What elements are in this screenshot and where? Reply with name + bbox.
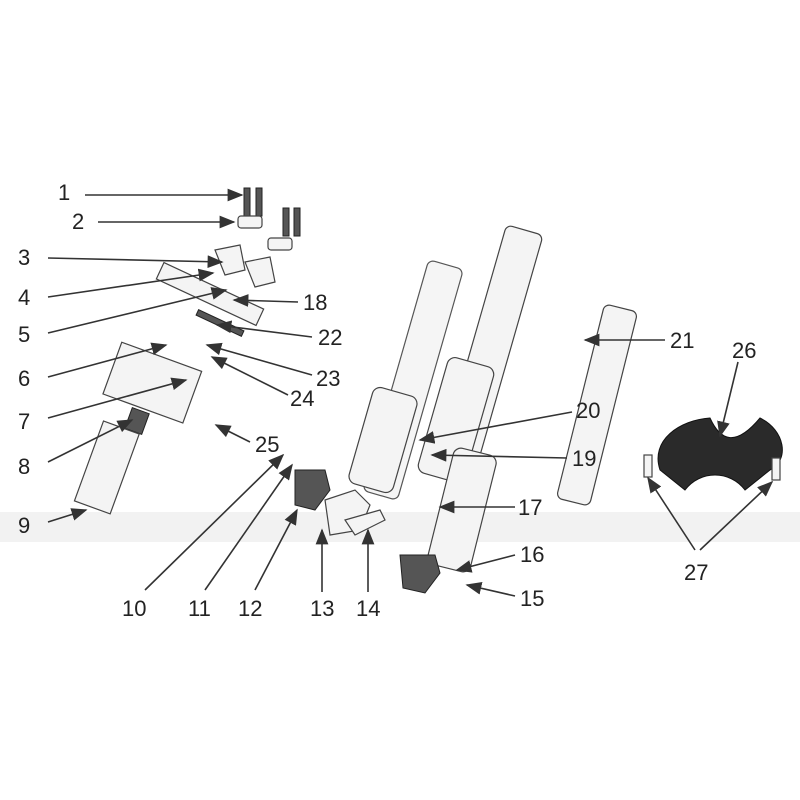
callout-9: 9 (18, 513, 30, 538)
callout-4: 4 (18, 285, 30, 310)
background-band (0, 512, 800, 542)
callout-13: 13 (310, 596, 334, 621)
right-fork-leg (399, 304, 638, 594)
callout-20: 20 (576, 398, 600, 423)
callout-5: 5 (18, 322, 30, 347)
callout-19: 19 (572, 446, 596, 471)
callout-17: 17 (518, 495, 542, 520)
callout-16: 16 (520, 542, 544, 567)
callout-21: 21 (670, 328, 694, 353)
callout-12: 12 (238, 596, 262, 621)
fork-guard (643, 417, 783, 491)
callout-10: 10 (122, 596, 146, 621)
callout-1: 1 (58, 180, 70, 205)
callout-6: 6 (18, 366, 30, 391)
callout-14: 14 (356, 596, 380, 621)
callout-25: 25 (255, 432, 279, 457)
callout-2: 2 (72, 209, 84, 234)
callout-18: 18 (303, 290, 327, 315)
callout-labels: 1 2 3 4 5 6 7 8 9 10 11 12 13 14 15 16 1… (18, 180, 756, 621)
callout-23: 23 (316, 366, 340, 391)
callout-24: 24 (290, 386, 314, 411)
steering-stem (73, 406, 150, 515)
callout-15: 15 (520, 586, 544, 611)
callout-7: 7 (18, 409, 30, 434)
callout-3: 3 (18, 245, 30, 270)
brake-caliper (324, 489, 386, 536)
callout-8: 8 (18, 454, 30, 479)
callout-22: 22 (318, 325, 342, 350)
callout-11: 11 (188, 596, 211, 621)
callout-arrows (47, 188, 774, 597)
top-clamp-parts (102, 187, 301, 424)
callout-27: 27 (684, 560, 708, 585)
callout-26: 26 (732, 338, 756, 363)
